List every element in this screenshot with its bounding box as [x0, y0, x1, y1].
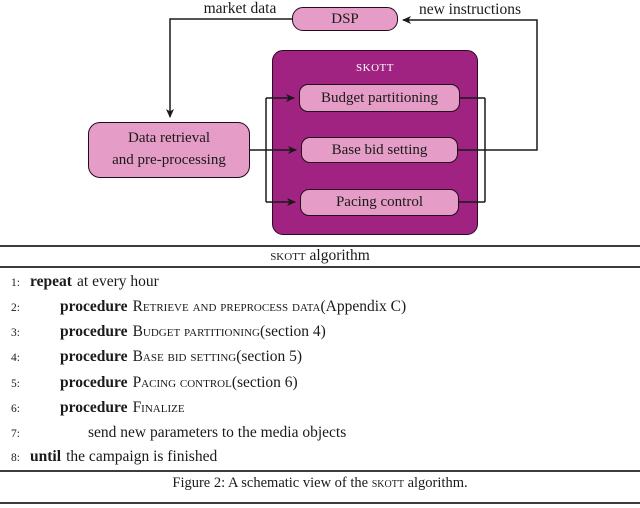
- procedure-name: Budget partitioning: [132, 323, 260, 340]
- algorithm-top-rule: [0, 245, 640, 247]
- line-number: 7:: [11, 428, 20, 440]
- line-number: 6:: [11, 403, 20, 415]
- algorithm-bottom-rule: [0, 470, 640, 472]
- algorithm-line-1: 1: repeat at every hour: [0, 273, 640, 293]
- data-retrieval-node: Data retrieval and pre-processing: [88, 122, 250, 178]
- procedure-name: Pacing control: [132, 374, 232, 391]
- data-retrieval-label-line2: and pre-processing: [112, 152, 226, 168]
- algorithm-title: skott algorithm: [0, 247, 640, 265]
- data-retrieval-label-line1: Data retrieval: [127, 130, 211, 147]
- base-bid-setting-label: Base bid setting: [331, 141, 428, 158]
- statement-text: (section 6): [231, 374, 298, 391]
- base-bid-setting-node: Base bid setting: [301, 137, 458, 163]
- line-number: 5:: [11, 378, 20, 390]
- keyword: until: [30, 448, 62, 465]
- statement-text: the campaign is finished: [66, 448, 218, 465]
- keyword: procedure: [60, 323, 128, 340]
- line-number: 8:: [11, 452, 20, 464]
- page-bottom-rule: [0, 502, 640, 504]
- keyword: repeat: [30, 273, 72, 290]
- procedure-name: Retrieve and preprocess data: [132, 298, 321, 315]
- statement-text: at every hour: [77, 273, 159, 290]
- procedure-name: Finalize: [132, 399, 185, 416]
- caption-prefix: Figure 2: A schematic view of the: [172, 475, 372, 491]
- algorithm-header-rule: [0, 266, 640, 268]
- keyword: procedure: [60, 399, 128, 416]
- algorithm-line-7: 7: send new parameters to the media obje…: [0, 424, 640, 444]
- flow-connectors: [166, 16, 538, 206]
- dsp-node-label: DSP: [331, 10, 359, 27]
- keyword: procedure: [60, 348, 128, 365]
- edge-dsp-to-data-retrieval: [166, 18, 292, 118]
- statement-text: (section 5): [236, 348, 303, 365]
- procedure-name: Base bid setting: [132, 348, 237, 365]
- edge-skott-to-dsp: [402, 16, 538, 151]
- line-number: 4:: [11, 352, 20, 364]
- pacing-control-node: Pacing control: [300, 189, 459, 216]
- line-number: 1:: [11, 277, 20, 289]
- skott-container-label: skott: [356, 58, 394, 75]
- statement-text: (Appendix C): [320, 298, 407, 315]
- skott-flow-diagram: market data new instructions DSP Data re…: [0, 0, 640, 246]
- dsp-node: DSP: [292, 7, 398, 31]
- algorithm-title-rest: algorithm: [305, 247, 370, 264]
- algorithm-title-skott: skott: [270, 247, 306, 264]
- statement-text: (section 4): [259, 323, 326, 340]
- figure-caption: Figure 2: A schematic view of the skott …: [0, 475, 640, 492]
- new-instructions-label: new instructions: [418, 1, 522, 18]
- statement-text: send new parameters to the media objects: [88, 424, 347, 441]
- budget-partitioning-label: Budget partitioning: [320, 89, 439, 106]
- market-data-label: market data: [203, 0, 277, 17]
- keyword: procedure: [60, 298, 128, 315]
- keyword: procedure: [60, 374, 128, 391]
- line-number: 3:: [11, 327, 20, 339]
- caption-suffix: algorithm.: [403, 475, 468, 491]
- pacing-control-label: Pacing control: [335, 194, 424, 210]
- budget-partitioning-node: Budget partitioning: [299, 84, 460, 112]
- line-number: 2:: [11, 302, 20, 314]
- caption-skott: skott: [371, 475, 404, 491]
